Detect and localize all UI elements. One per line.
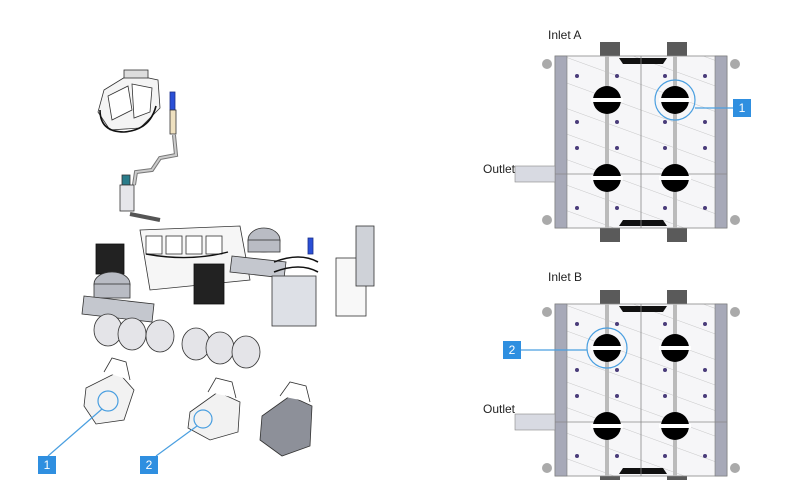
callout-badge-1-section: 1 bbox=[733, 99, 751, 117]
section-b-outlet-label: Outlet bbox=[483, 402, 516, 416]
callout-circle-2 bbox=[193, 409, 213, 429]
callout-circle-1 bbox=[97, 390, 119, 412]
top-valve-module bbox=[97, 69, 161, 133]
section-view-inlet-b bbox=[513, 288, 742, 480]
callout-badge-2-section: 2 bbox=[503, 341, 521, 359]
section-a-title: Inlet A bbox=[548, 28, 582, 42]
bottom-module-1 bbox=[83, 357, 135, 425]
section-a-outlet-label: Outlet bbox=[483, 162, 516, 176]
callout-badge-2-left: 2 bbox=[140, 456, 158, 474]
section-b-title: Inlet B bbox=[548, 270, 583, 284]
callout-circle-2-section bbox=[586, 327, 628, 369]
right-filter-assembly bbox=[271, 225, 375, 327]
callout-badge-1-left: 1 bbox=[38, 456, 56, 474]
bottom-module-3 bbox=[259, 381, 313, 457]
callout-circle-1-section bbox=[654, 79, 696, 121]
section-view-inlet-a bbox=[513, 40, 742, 244]
